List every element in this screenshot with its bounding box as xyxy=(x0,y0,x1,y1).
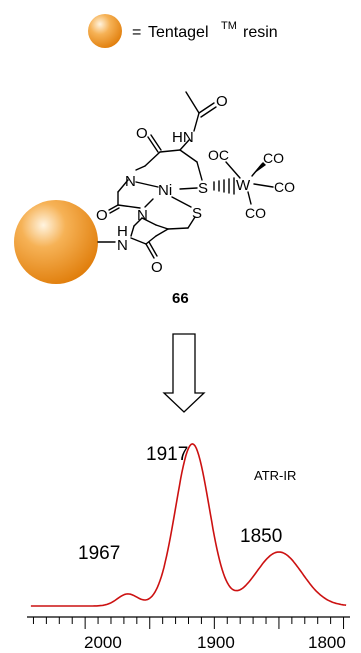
atom-n-linker: N xyxy=(117,237,128,254)
carbonyl-co-2: CO xyxy=(274,179,295,195)
atom-w: W xyxy=(236,177,251,194)
tick-label-1900: 1900 xyxy=(197,633,235,652)
atom-ni: Ni xyxy=(158,182,172,199)
ir-spectrum: ATR-IR 1967 1917 1850 2000 1900 1800 xyxy=(27,443,350,652)
legend-trademark: TM xyxy=(221,20,237,32)
resin-bead-legend-icon xyxy=(88,14,122,48)
legend-resin-word: resin xyxy=(243,24,278,41)
spectrum-trace xyxy=(30,443,347,607)
wedge-bond xyxy=(252,162,266,175)
atom-o-bottom: O xyxy=(151,259,163,276)
peak-label-1850: 1850 xyxy=(240,526,282,547)
atom-hn-top: HN xyxy=(172,129,194,146)
atom-n-upper: N xyxy=(125,173,136,190)
atom-o-upper-left: O xyxy=(136,125,148,142)
resin-bead-icon xyxy=(14,200,98,284)
legend-resin-name: Tentagel xyxy=(148,24,209,41)
tick-label-1800: 1800 xyxy=(308,633,346,652)
atom-o-acetyl: O xyxy=(216,93,228,110)
compound-66-structure: O HN O N Ni S W O N S H N O OC CO CO CO … xyxy=(14,91,295,307)
down-arrow-icon xyxy=(162,333,206,413)
atom-o-lower-left: O xyxy=(96,207,108,224)
peak-label-1917: 1917 xyxy=(146,444,188,465)
spectrum-technique-label: ATR-IR xyxy=(254,468,296,483)
peak-label-1967: 1967 xyxy=(78,543,120,564)
x-axis-ticks xyxy=(32,617,345,629)
legend-equals: = xyxy=(132,24,141,41)
atom-n-lower: N xyxy=(137,207,148,224)
legend: = Tentagel TM resin xyxy=(88,14,278,48)
s-w-hashed-bond xyxy=(213,177,235,195)
tick-label-2000: 2000 xyxy=(84,633,122,652)
atom-h-linker: H xyxy=(117,223,128,240)
carbonyl-co-1: CO xyxy=(263,150,284,166)
carbonyl-co-3: CO xyxy=(245,205,266,221)
compound-number: 66 xyxy=(172,290,189,307)
carbonyl-oc: OC xyxy=(208,147,229,163)
atom-s-upper: S xyxy=(198,180,208,197)
atom-s-lower: S xyxy=(192,205,202,222)
